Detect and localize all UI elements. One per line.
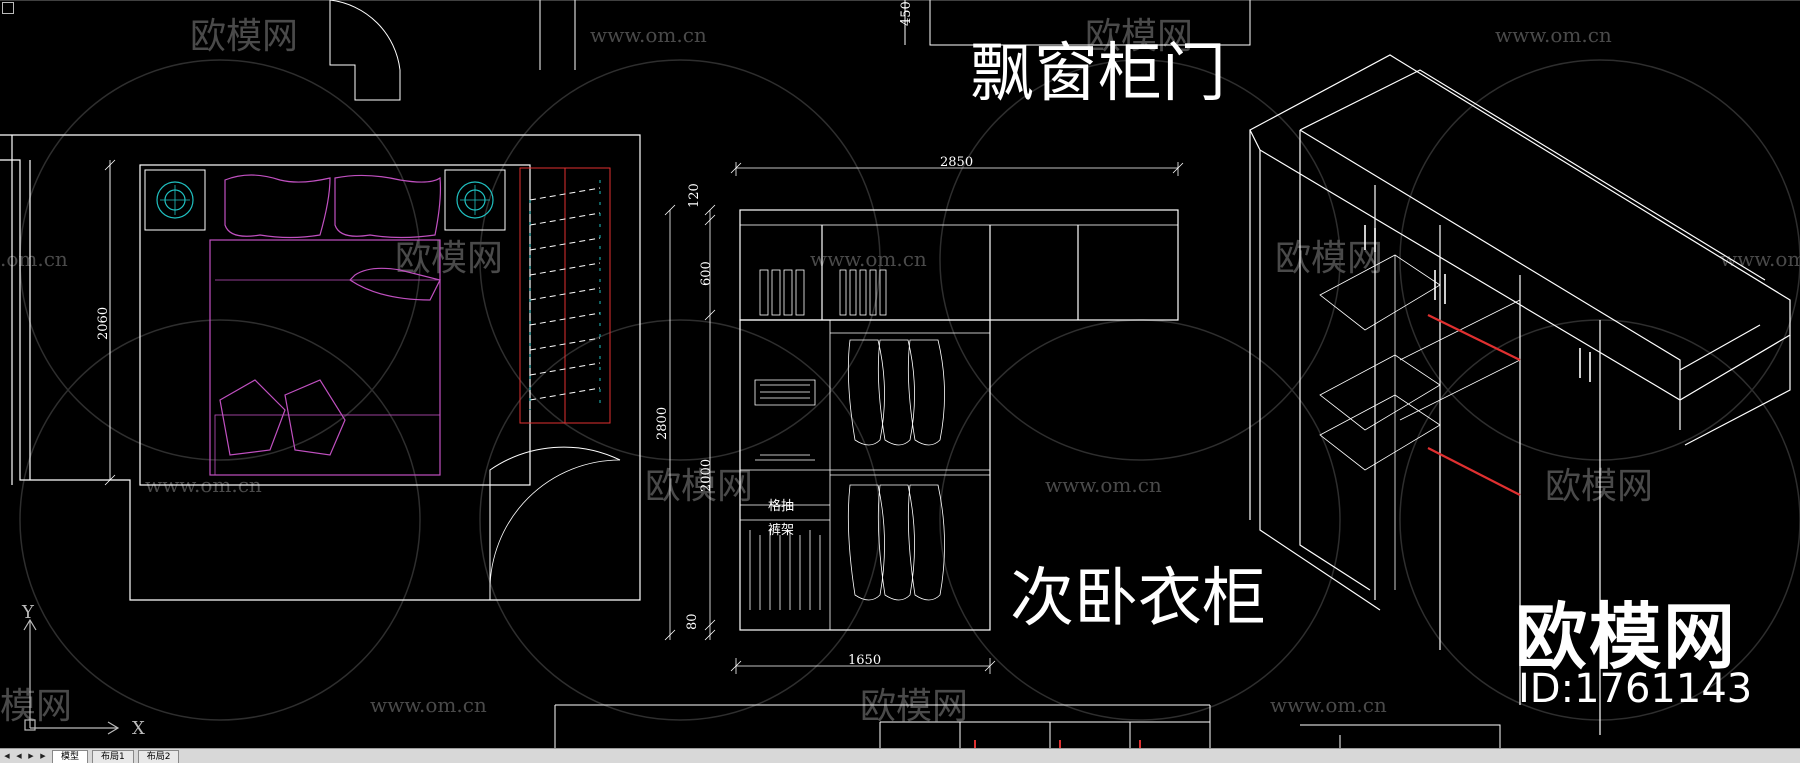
title-bay-window-door: 飘窗柜门 xyxy=(970,37,1226,111)
dim-label-2800: 2800 xyxy=(655,407,670,440)
dim-label-2060: 2060 xyxy=(96,307,111,340)
dim-label-80: 80 xyxy=(685,613,700,630)
wardrobe-elevation xyxy=(739,209,1179,631)
label-pants-rack: 裤架 xyxy=(768,523,794,538)
watermark-url: www.om.cn xyxy=(810,247,927,271)
tab-model[interactable]: 模型 xyxy=(52,749,89,763)
watermark-url: www.om.cn xyxy=(1045,473,1162,497)
bottom-partial-views xyxy=(554,704,1501,748)
label-drawer: 格抽 xyxy=(768,498,794,514)
watermark-brand: 欧模网 xyxy=(190,16,298,57)
last-tab-icon[interactable]: ▶ xyxy=(40,752,46,760)
dim-label-2000: 2000 xyxy=(699,459,714,492)
watermark-brand: 模网 xyxy=(0,686,72,727)
floor-plan xyxy=(0,0,1800,601)
top-detail xyxy=(904,0,1251,46)
isometric-red-strips xyxy=(1427,314,1521,496)
watermark-brand: 欧模网 xyxy=(860,686,968,727)
prev-tab-icon[interactable]: ◀ xyxy=(16,752,22,760)
title-secondary-bedroom-wardrobe: 次卧衣柜 xyxy=(1010,562,1266,636)
watermark-url: .om.cn xyxy=(0,247,68,271)
watermark-layer: 欧模网 www.om.cn 欧模网 www.om.cn .om.cn 欧模网 w… xyxy=(0,16,1800,727)
isometric-wardrobe xyxy=(1249,54,1791,735)
dim-label-600: 600 xyxy=(699,261,714,286)
watermark-url: www.om.cn xyxy=(1495,23,1612,47)
corner-marker xyxy=(2,2,14,14)
first-tab-icon[interactable]: ◀ xyxy=(4,752,10,760)
dim-label-2850: 2850 xyxy=(940,155,973,170)
dim-2060 xyxy=(104,159,116,486)
watermark-brand: 欧模网 xyxy=(1545,466,1653,507)
watermark-url: www.om.cn xyxy=(1270,693,1387,717)
watermark-url: www.om.cn xyxy=(590,23,707,47)
ucs-x-label: X xyxy=(132,718,145,739)
watermark-brand: 欧模网 xyxy=(1275,238,1383,279)
watermark-brand: 欧模网 xyxy=(1085,16,1193,57)
watermark-brand: 欧模网 xyxy=(645,466,753,507)
watermark-url: www.om.cn xyxy=(370,693,487,717)
dim-label-450: 450 xyxy=(899,1,914,26)
dim-label-120: 120 xyxy=(687,183,702,208)
ucs-y-label: Y xyxy=(21,602,35,623)
watermark-url: www.om.cn xyxy=(1720,247,1800,271)
ucs-icon xyxy=(23,618,120,735)
bottom-red-marks xyxy=(974,740,1141,748)
bed-layout xyxy=(144,169,506,476)
layout-tab-bar: ◀ ◀ ▶ ▶ 模型 布局1 布局2 xyxy=(0,748,1800,763)
watermark-brand: 欧模网 xyxy=(395,238,503,279)
brand-id: ID:1761143 xyxy=(1518,666,1753,712)
tab-layout-1[interactable]: 布局1 xyxy=(92,749,134,763)
tab-layout-2[interactable]: 布局2 xyxy=(137,749,180,763)
dim-label-1650: 1650 xyxy=(848,653,881,668)
elevation-dimensions xyxy=(664,162,1184,674)
wardrobe-plan-hangers xyxy=(519,167,611,424)
brand-logo-text: 欧模网 xyxy=(1515,595,1738,679)
next-tab-icon[interactable]: ▶ xyxy=(28,752,34,760)
